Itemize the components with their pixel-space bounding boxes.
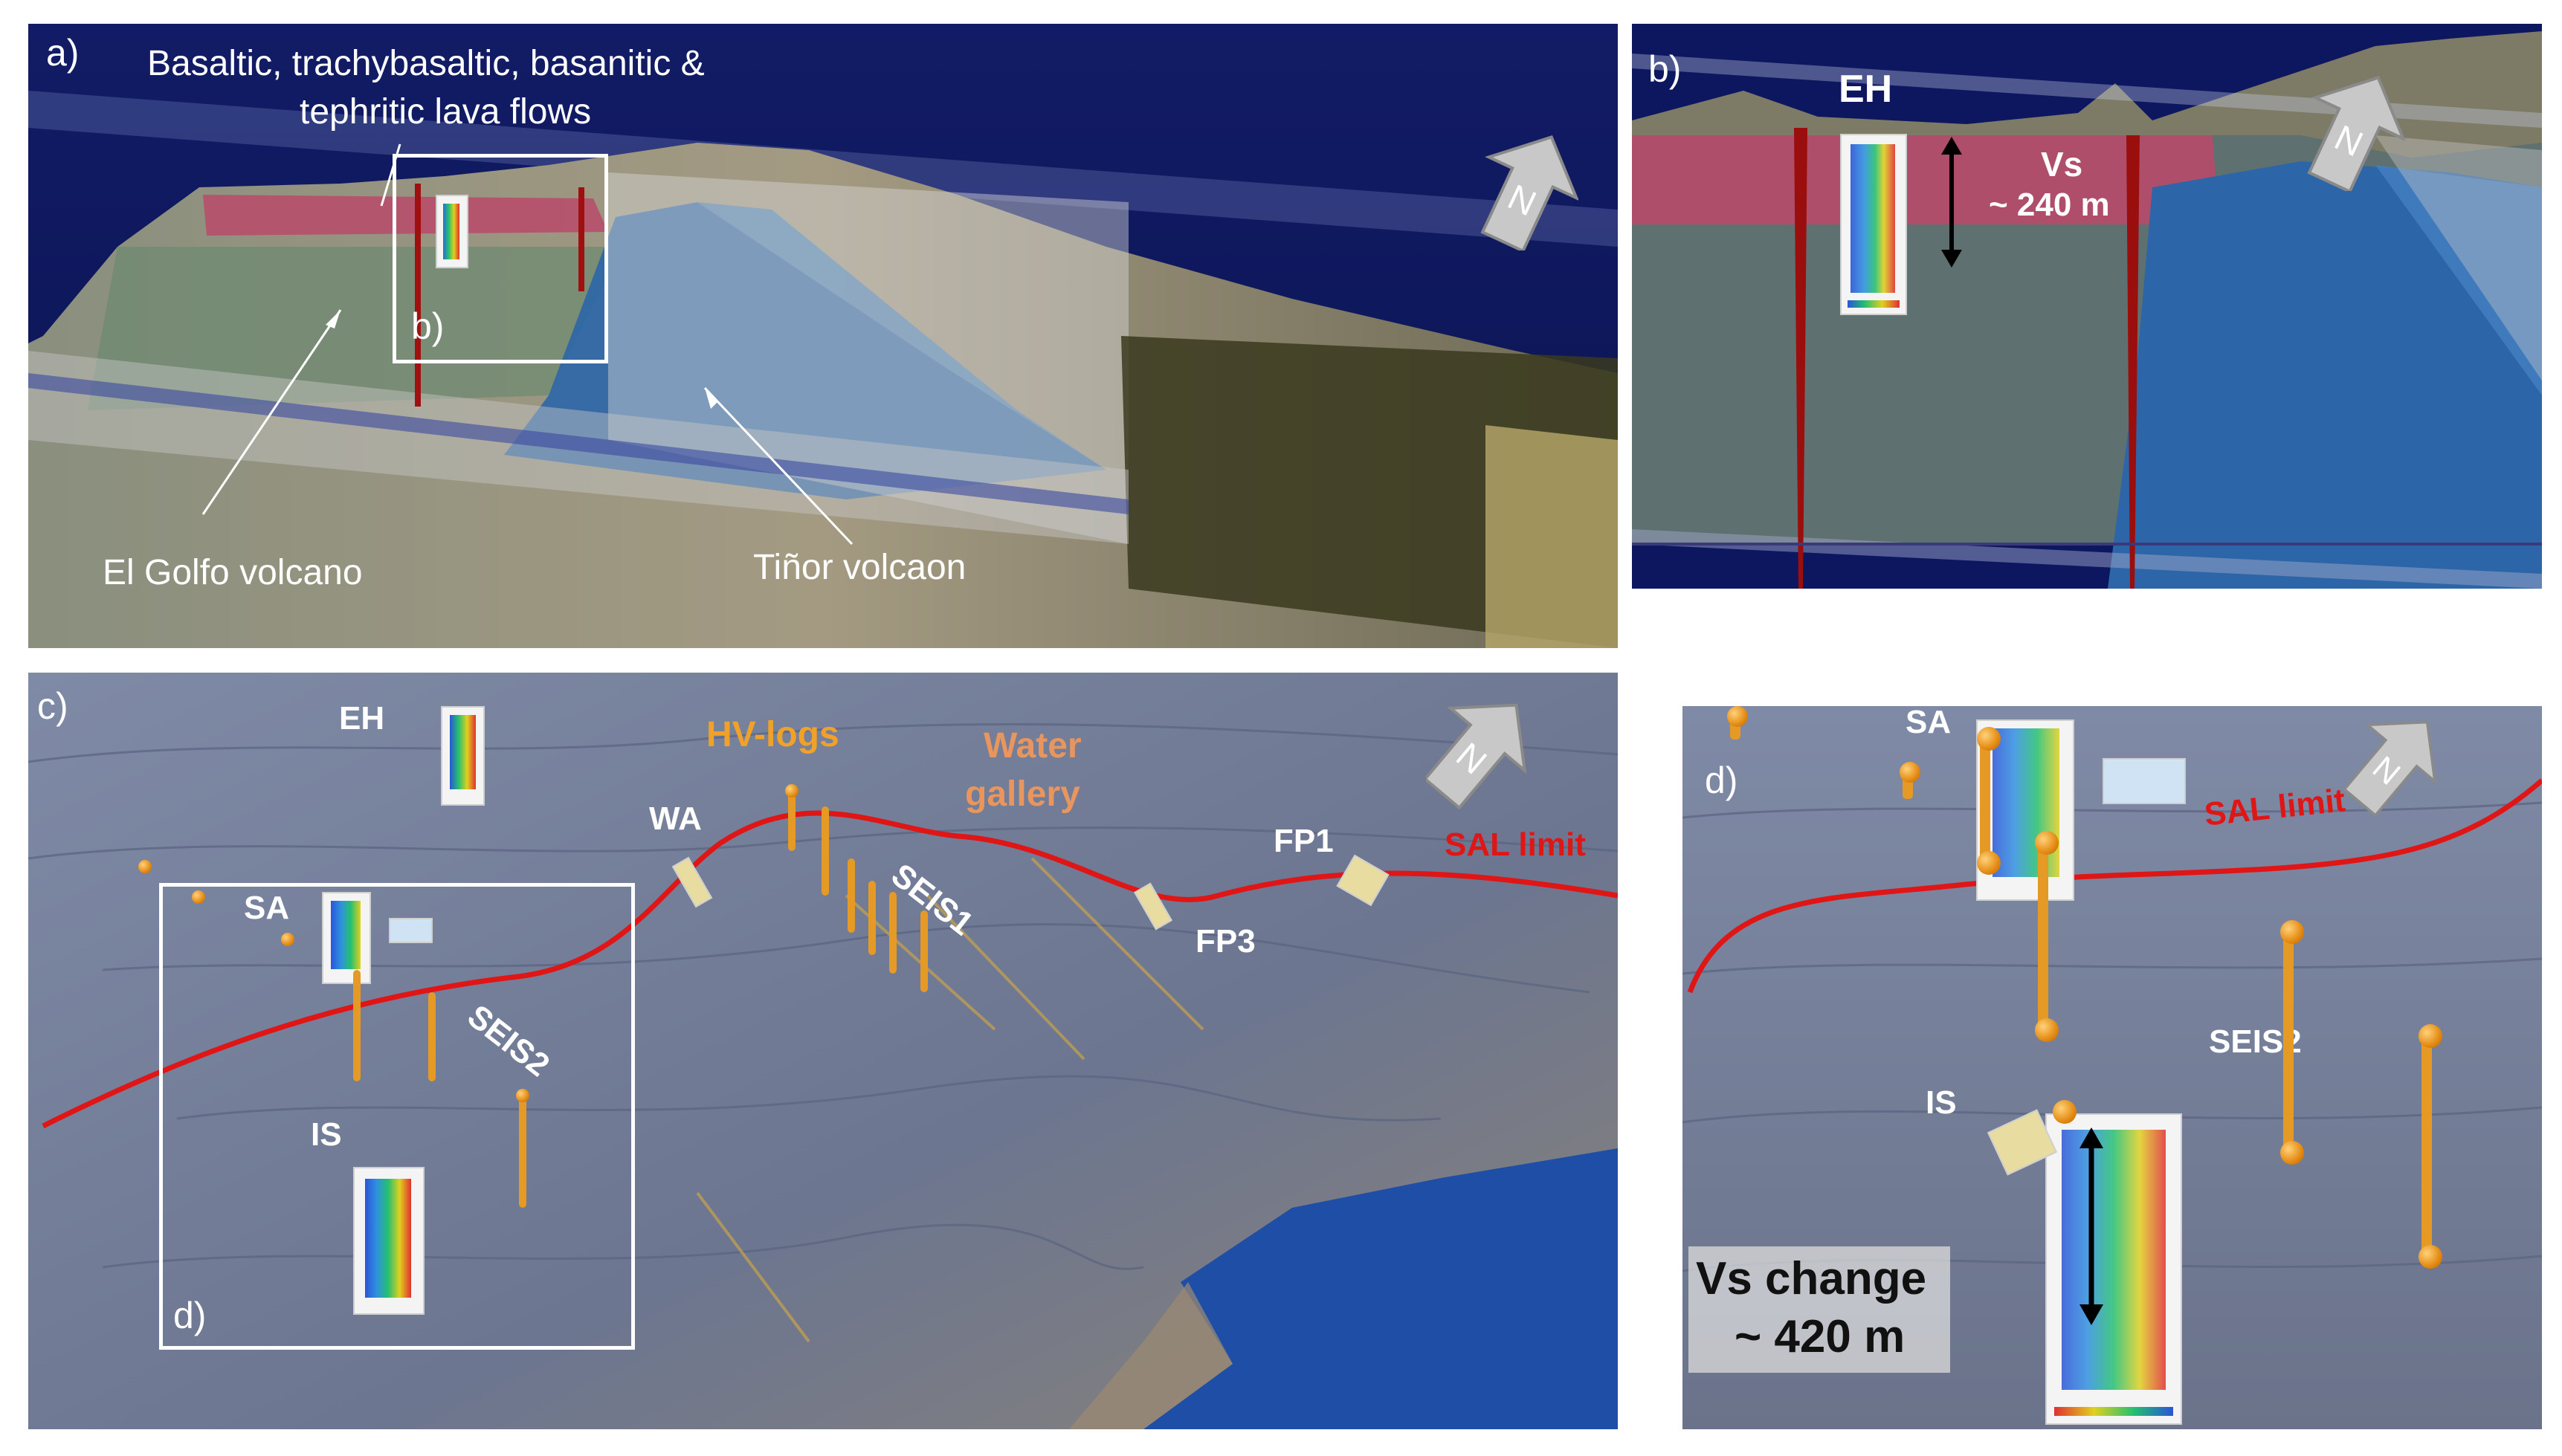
panel-c-label: c) <box>37 685 68 727</box>
site-label-fp1: FP1 <box>1274 823 1334 859</box>
panel-c: c) d) EH SA IS WA FP1 FP3 SEIS1 SEIS2 HV… <box>28 673 1618 1429</box>
hv-log-stick <box>353 970 361 1081</box>
tinor-annotation: Tiñor volcaon <box>753 548 967 587</box>
vs-label: Vs <box>2041 145 2083 184</box>
water-gallery-label-1: Water <box>984 726 1082 766</box>
water-gallery-label-2: gallery <box>965 774 1080 814</box>
hv-log-stick <box>822 806 829 896</box>
hv-log-marker <box>2053 1100 2077 1124</box>
site-label-sa: SA <box>244 890 290 926</box>
hv-log-marker <box>785 784 798 797</box>
hv-log-stick <box>889 892 897 974</box>
north-arrow-icon: N <box>2307 76 2405 191</box>
north-arrow-icon: N <box>1480 135 1578 250</box>
hv-log-stick <box>1980 736 1990 862</box>
sal-limit-label: SAL limit <box>1445 826 1586 863</box>
inset-d-label: d) <box>173 1295 207 1336</box>
hv-log-marker <box>1977 851 2001 875</box>
inset-b-label: b) <box>411 305 445 347</box>
panel-a-pointers <box>201 143 854 546</box>
hv-log-marker <box>281 933 294 946</box>
hv-log-stick <box>848 858 855 933</box>
panel-c-scene <box>28 673 1618 1429</box>
hv-log-marker <box>2035 831 2059 855</box>
panel-a-label: a) <box>46 32 80 74</box>
hv-log-marker <box>2280 920 2304 944</box>
is-vs-profile <box>2045 1113 2182 1425</box>
site-label-wa: WA <box>649 800 702 837</box>
hv-logs-label: HV-logs <box>706 715 839 754</box>
lava-flows-annotation: Basaltic, trachybasaltic, basanitic & <box>147 44 705 83</box>
site-label-is: IS <box>311 1116 342 1153</box>
hv-log-stick <box>519 1096 526 1208</box>
inset-b-frame <box>393 154 608 363</box>
hv-log-marker <box>1900 762 1920 783</box>
panel-b-label: b) <box>1648 48 1682 90</box>
panel-a-scene <box>28 24 1618 648</box>
hv-log-marker <box>1977 727 2001 751</box>
hv-log-stick <box>2421 1033 2432 1256</box>
hv-log-stick <box>2038 840 2048 1029</box>
is-vs-profile <box>353 1167 425 1315</box>
el-golfo-annotation: El Golfo volcano <box>103 553 363 592</box>
lava-flows-annotation-line2: tephritic lava flows <box>300 92 592 132</box>
eh-vs-profile <box>1840 134 1907 315</box>
hv-log-stick <box>868 881 876 955</box>
eh-vs-profile <box>441 706 485 806</box>
sa-vs-profile <box>322 892 371 984</box>
site-label-eh: EH <box>339 700 385 737</box>
vs-change-depth: ~ 420 m <box>1735 1311 1906 1362</box>
eh-vs-profile-thumb <box>436 195 468 268</box>
inset-d-frame <box>159 883 635 1350</box>
hv-log-marker <box>2280 1141 2304 1165</box>
vs-change-box <box>1688 1246 1950 1373</box>
hv-log-stick <box>788 792 796 851</box>
site-label-is: IS <box>1926 1084 1957 1121</box>
site-label-fp3: FP3 <box>1196 923 1256 960</box>
north-arrow-icon: N <box>1426 703 1527 810</box>
vs-change-arrow <box>2079 1127 2103 1325</box>
hv-log-marker <box>516 1089 529 1102</box>
sa-hv-image <box>389 918 433 943</box>
panel-a: a) Basaltic, trachybasaltic, basanitic &… <box>28 24 1618 648</box>
north-arrow-icon: N <box>2344 720 2437 818</box>
sa-hv-image <box>2103 758 2186 804</box>
eh-site-label: EH <box>1839 68 1893 111</box>
panel-d-label: d) <box>1705 760 1738 801</box>
hv-log-marker <box>138 860 152 873</box>
hv-log-marker <box>2419 1245 2442 1269</box>
hv-log-stick <box>428 992 436 1081</box>
hv-log-marker <box>192 890 205 904</box>
hv-log-marker <box>2035 1018 2059 1042</box>
panel-b-scene <box>1632 24 2542 589</box>
panel-d: d) SA IS SEIS2 SAL limit Vs change ~ 420… <box>1682 706 2542 1429</box>
panel-b: b) EH Vs ~ 240 m N <box>1632 24 2542 589</box>
vs-change-label: Vs change <box>1696 1253 1927 1304</box>
hv-log-marker <box>1727 706 1748 727</box>
hv-log-stick <box>2283 929 2294 1152</box>
hv-log-marker <box>2419 1024 2442 1048</box>
hv-log-stick <box>920 910 928 992</box>
site-label-sa: SA <box>1906 706 1952 740</box>
vs-depth-arrow <box>1941 137 1962 268</box>
vs-depth-label: ~ 240 m <box>1989 187 2110 223</box>
